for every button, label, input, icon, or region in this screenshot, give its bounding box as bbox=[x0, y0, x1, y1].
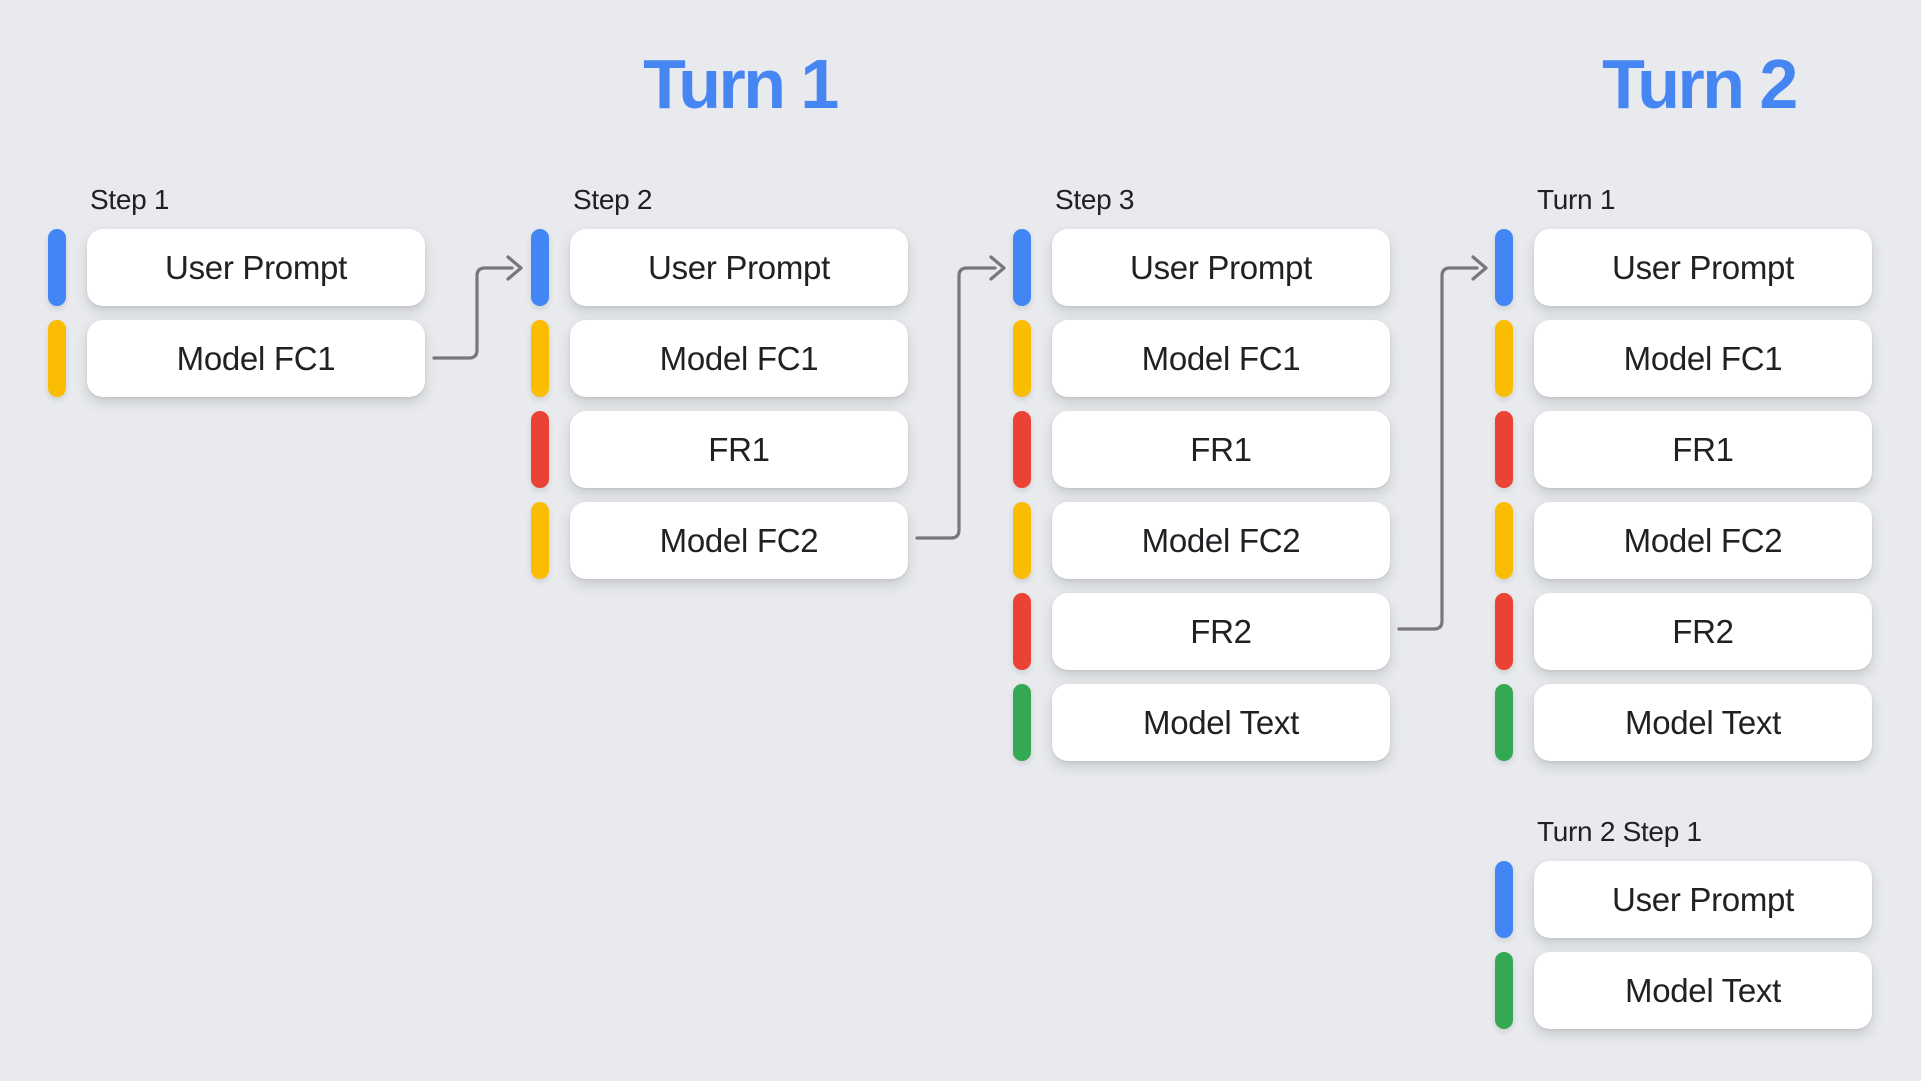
user-prompt-color-bar-icon bbox=[1495, 861, 1513, 938]
model-fc-color-bar-icon bbox=[1495, 320, 1513, 397]
user-prompt-color-bar-icon bbox=[48, 229, 66, 306]
card-row: Model FC1 bbox=[531, 320, 908, 397]
card-model-text: Model Text bbox=[1534, 684, 1872, 761]
card-row: User Prompt bbox=[48, 229, 425, 306]
card-model-fc1: Model FC1 bbox=[87, 320, 425, 397]
card-model-fc1: Model FC1 bbox=[1052, 320, 1390, 397]
card-fr1: FR1 bbox=[1534, 411, 1872, 488]
card-row: Model FC2 bbox=[1495, 502, 1872, 579]
card-model-fc2: Model FC2 bbox=[1052, 502, 1390, 579]
card-row: Model Text bbox=[1013, 684, 1390, 761]
model-fc-color-bar-icon bbox=[1495, 502, 1513, 579]
column-turn-1-summary: Turn 1 User Prompt Model FC1 FR1 Model F… bbox=[1495, 185, 1872, 775]
card-model-fc2: Model FC2 bbox=[1534, 502, 1872, 579]
card-fr1: FR1 bbox=[1052, 411, 1390, 488]
model-fc-color-bar-icon bbox=[531, 320, 549, 397]
arrow-step2-to-step3-head-icon bbox=[989, 255, 1006, 281]
column-step-2: Step 2 User Prompt Model FC1 FR1 Model F… bbox=[531, 185, 908, 593]
column-step-3-label: Step 3 bbox=[1055, 184, 1135, 215]
column-turn-2-step-1: Turn 2 Step 1 User Prompt Model Text bbox=[1495, 817, 1872, 1043]
user-prompt-color-bar-icon bbox=[1495, 229, 1513, 306]
fr-color-bar-icon bbox=[531, 411, 549, 488]
fr-color-bar-icon bbox=[1495, 411, 1513, 488]
model-fc-color-bar-icon bbox=[1013, 320, 1031, 397]
card-fr2: FR2 bbox=[1534, 593, 1872, 670]
model-text-color-bar-icon bbox=[1495, 684, 1513, 761]
column-step-1: Step 1 User Prompt Model FC1 bbox=[48, 185, 425, 411]
card-row: FR1 bbox=[1495, 411, 1872, 488]
column-step-2-label: Step 2 bbox=[573, 184, 653, 215]
turn-2-header: Turn 2 bbox=[1602, 45, 1798, 123]
card-row: Model FC2 bbox=[1013, 502, 1390, 579]
card-model-fc1: Model FC1 bbox=[1534, 320, 1872, 397]
card-row: User Prompt bbox=[1013, 229, 1390, 306]
card-fr2: FR2 bbox=[1052, 593, 1390, 670]
card-user-prompt: User Prompt bbox=[1052, 229, 1390, 306]
model-fc-color-bar-icon bbox=[48, 320, 66, 397]
card-user-prompt: User Prompt bbox=[1534, 229, 1872, 306]
arrow-step3-to-turn1 bbox=[1397, 266, 1479, 631]
fr-color-bar-icon bbox=[1495, 593, 1513, 670]
card-row: Model FC1 bbox=[1495, 320, 1872, 397]
card-row: FR2 bbox=[1495, 593, 1872, 670]
card-row: FR2 bbox=[1013, 593, 1390, 670]
card-model-fc2: Model FC2 bbox=[570, 502, 908, 579]
user-prompt-color-bar-icon bbox=[531, 229, 549, 306]
card-row: Model FC1 bbox=[48, 320, 425, 397]
card-row: User Prompt bbox=[1495, 229, 1872, 306]
card-row: FR1 bbox=[1013, 411, 1390, 488]
card-user-prompt: User Prompt bbox=[570, 229, 908, 306]
card-fr1: FR1 bbox=[570, 411, 908, 488]
card-row: User Prompt bbox=[531, 229, 908, 306]
model-text-color-bar-icon bbox=[1013, 684, 1031, 761]
fr-color-bar-icon bbox=[1013, 411, 1031, 488]
arrow-step1-to-step2 bbox=[432, 266, 514, 360]
model-fc-color-bar-icon bbox=[1013, 502, 1031, 579]
column-step-1-label: Step 1 bbox=[90, 184, 170, 215]
card-row: User Prompt bbox=[1495, 861, 1872, 938]
card-row: Model Text bbox=[1495, 952, 1872, 1029]
card-row: Model Text bbox=[1495, 684, 1872, 761]
column-turn-1-summary-label: Turn 1 bbox=[1537, 184, 1616, 215]
arrow-step3-to-turn1-head-icon bbox=[1471, 255, 1488, 281]
turn-1-header: Turn 1 bbox=[643, 45, 839, 123]
card-user-prompt: User Prompt bbox=[1534, 861, 1872, 938]
column-turn-2-step-1-label: Turn 2 Step 1 bbox=[1537, 816, 1702, 847]
user-prompt-color-bar-icon bbox=[1013, 229, 1031, 306]
model-text-color-bar-icon bbox=[1495, 952, 1513, 1029]
card-user-prompt: User Prompt bbox=[87, 229, 425, 306]
arrow-step1-to-step2-head-icon bbox=[506, 255, 523, 281]
card-model-fc1: Model FC1 bbox=[570, 320, 908, 397]
model-fc-color-bar-icon bbox=[531, 502, 549, 579]
card-model-text: Model Text bbox=[1534, 952, 1872, 1029]
fr-color-bar-icon bbox=[1013, 593, 1031, 670]
card-model-text: Model Text bbox=[1052, 684, 1390, 761]
card-row: Model FC1 bbox=[1013, 320, 1390, 397]
card-row: FR1 bbox=[531, 411, 908, 488]
column-step-3: Step 3 User Prompt Model FC1 FR1 Model F… bbox=[1013, 185, 1390, 775]
card-row: Model FC2 bbox=[531, 502, 908, 579]
arrow-step2-to-step3 bbox=[915, 266, 997, 540]
